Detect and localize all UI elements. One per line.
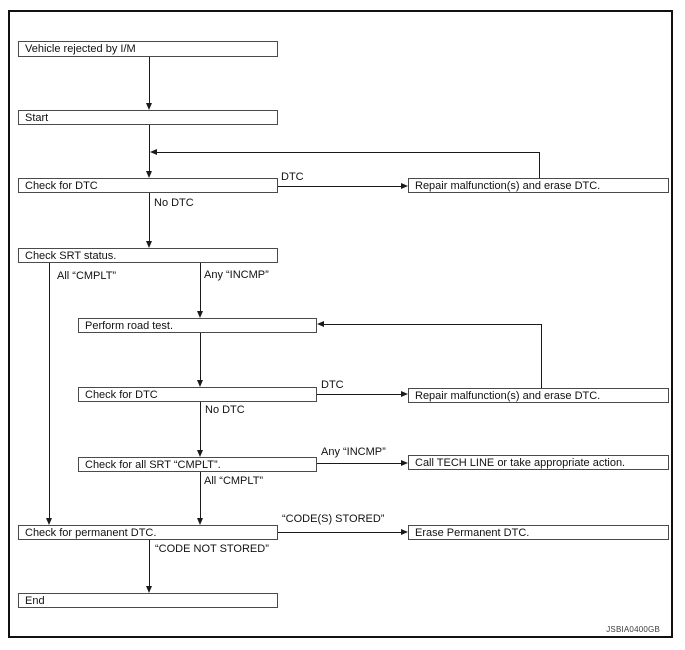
edge-label-dtc-2: DTC: [321, 379, 344, 391]
connector-all-cmplt-1: [49, 263, 50, 518]
node-vehicle-rejected: Vehicle rejected by I/M: [18, 41, 278, 57]
node-check-dtc-1: Check for DTC: [18, 178, 278, 193]
node-check-all-srt-cmplt: Check for all SRT “CMPLT”.: [78, 457, 317, 472]
node-repair-erase-dtc-1: Repair malfunction(s) and erase DTC.: [408, 178, 669, 193]
arrowhead-into-check-all-srt: [197, 450, 203, 457]
edge-label-no-dtc-1: No DTC: [154, 197, 194, 209]
connector-dtc-2-branch: [317, 394, 402, 395]
node-start: Start: [18, 110, 278, 125]
node-perform-road-test: Perform road test.: [78, 318, 317, 333]
node-end: End: [18, 593, 278, 608]
connector-any-incmp-2: [317, 463, 402, 464]
arrowhead-into-erase-permanent: [401, 529, 408, 535]
feedback-2-vertical: [541, 324, 542, 388]
connector-no-dtc-1: [149, 193, 150, 241]
arrowhead-feedback-2: [317, 321, 324, 327]
arrowhead-into-tech-line: [401, 460, 408, 466]
edge-label-any-incmp-1: Any “INCMP”: [204, 269, 269, 281]
node-repair-erase-dtc-2: Repair malfunction(s) and erase DTC.: [408, 388, 669, 403]
node-check-srt-status: Check SRT status.: [18, 248, 278, 263]
edge-label-no-dtc-2: No DTC: [205, 404, 245, 416]
connector-road-to-check-dtc-2: [200, 333, 201, 381]
connector-codes-stored: [278, 532, 402, 533]
arrowhead-into-start: [146, 103, 152, 110]
arrowhead-all-cmplt-1-into-permanent: [46, 518, 52, 525]
connector-start-to-check-dtc-1: [149, 125, 150, 171]
connector-no-dtc-2: [200, 402, 201, 451]
arrowhead-into-end: [146, 586, 152, 593]
arrowhead-into-permanent: [197, 518, 203, 525]
feedback-1-vertical: [539, 152, 540, 178]
arrowhead-into-check-dtc-1: [146, 171, 152, 178]
connector-vehicle-to-start: [149, 57, 150, 104]
node-call-tech-line: Call TECH LINE or take appropriate actio…: [408, 455, 669, 470]
arrowhead-into-road-test: [197, 311, 203, 318]
connector-any-incmp-1: [200, 263, 201, 312]
node-check-permanent-dtc: Check for permanent DTC.: [18, 525, 278, 540]
feedback-1-horizontal: [157, 152, 540, 153]
connector-dtc-1-branch: [278, 186, 402, 187]
diagram-border: [8, 10, 673, 638]
feedback-2-horizontal: [324, 324, 542, 325]
node-erase-permanent-dtc: Erase Permanent DTC.: [408, 525, 669, 540]
arrowhead-into-check-dtc-2: [197, 380, 203, 387]
connector-all-cmplt-2: [200, 472, 201, 518]
figure-id-watermark: JSBIA0400GB: [606, 625, 660, 634]
arrowhead-into-repair-2: [401, 391, 408, 397]
edge-label-any-incmp-2: Any “INCMP”: [321, 446, 386, 458]
connector-code-not-stored: [149, 540, 150, 587]
edge-label-code-not-stored: “CODE NOT STORED”: [155, 543, 269, 555]
edge-label-codes-stored: “CODE(S) STORED”: [282, 513, 385, 525]
edge-label-all-cmplt-1: All “CMPLT”: [57, 270, 117, 282]
node-check-dtc-2: Check for DTC: [78, 387, 317, 402]
arrowhead-feedback-1: [150, 149, 157, 155]
arrowhead-into-repair-1: [401, 183, 408, 189]
edge-label-all-cmplt-2: All “CMPLT”: [204, 475, 264, 487]
arrowhead-into-check-srt: [146, 241, 152, 248]
edge-label-dtc-1: DTC: [281, 171, 304, 183]
